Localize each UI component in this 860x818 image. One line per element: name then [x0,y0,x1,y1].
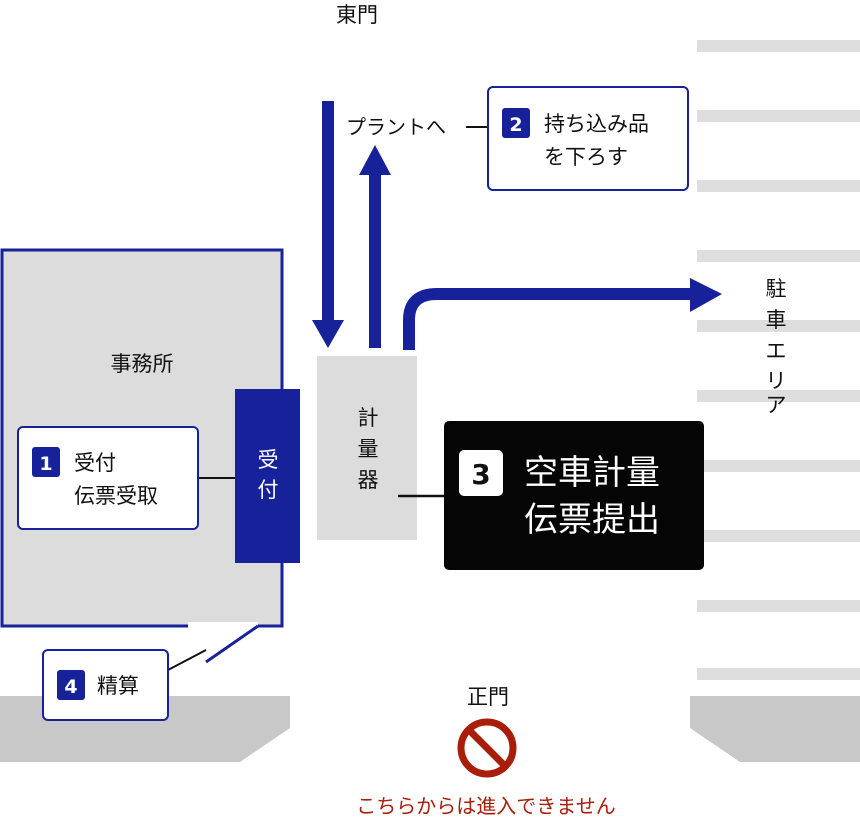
step1-line2: 伝票受取 [74,484,158,508]
scale-label-2: 量 [358,437,379,461]
svg-text:車: 車 [766,308,787,332]
parking-stripes [697,40,860,680]
scale-label-1: 計 [358,406,379,430]
step2-badge [502,108,530,138]
reception-counter [235,389,300,563]
parking-arrow [403,278,722,350]
office-entrance-gap [188,622,258,630]
to-plant-label: プラントへ [346,115,446,139]
step2-line2: を下ろす [544,145,628,169]
step4-badge [57,670,85,700]
svg-text:駐: 駐 [766,277,787,301]
step1-line1: 受付 [74,451,116,475]
step3-badge [459,450,503,496]
step1-box [17,426,199,530]
no-entry-notice: こちらからは進入できません [356,794,615,818]
down-arrow [312,101,344,348]
step3-line2: 伝票提出 [524,500,660,540]
step2-number: 2 [509,114,522,136]
reception-label-1: 受 [258,448,279,472]
step3-line1: 空車計量 [524,453,660,493]
step4-number: 4 [64,676,77,698]
step4-connector [167,649,207,671]
up-arrow [359,145,391,348]
step2-box [487,86,689,191]
parking-area-label: 駐 車 エ リ ア [766,277,787,417]
step4-box [42,649,169,721]
svg-text:ア: ア [766,393,787,417]
office-title: 事務所 [111,352,174,376]
step4-line1: 精算 [97,674,139,698]
east-gate-label: 東門 [336,3,378,27]
right-wall [690,696,860,762]
svg-text:エ: エ [766,339,787,363]
step1-number: 1 [39,453,52,475]
step2-line1: 持ち込み品 [544,112,649,136]
scale-platform [317,356,417,540]
office-entrance-door [205,624,259,664]
step3-number: 3 [471,458,490,491]
step3-box [444,421,704,570]
svg-text:リ: リ [766,369,787,393]
scale-label-3: 器 [358,468,379,492]
step1-badge [32,447,60,477]
reception-label-2: 付 [258,478,279,502]
main-gate-label: 正門 [467,685,509,709]
no-entry-icon [457,718,517,778]
